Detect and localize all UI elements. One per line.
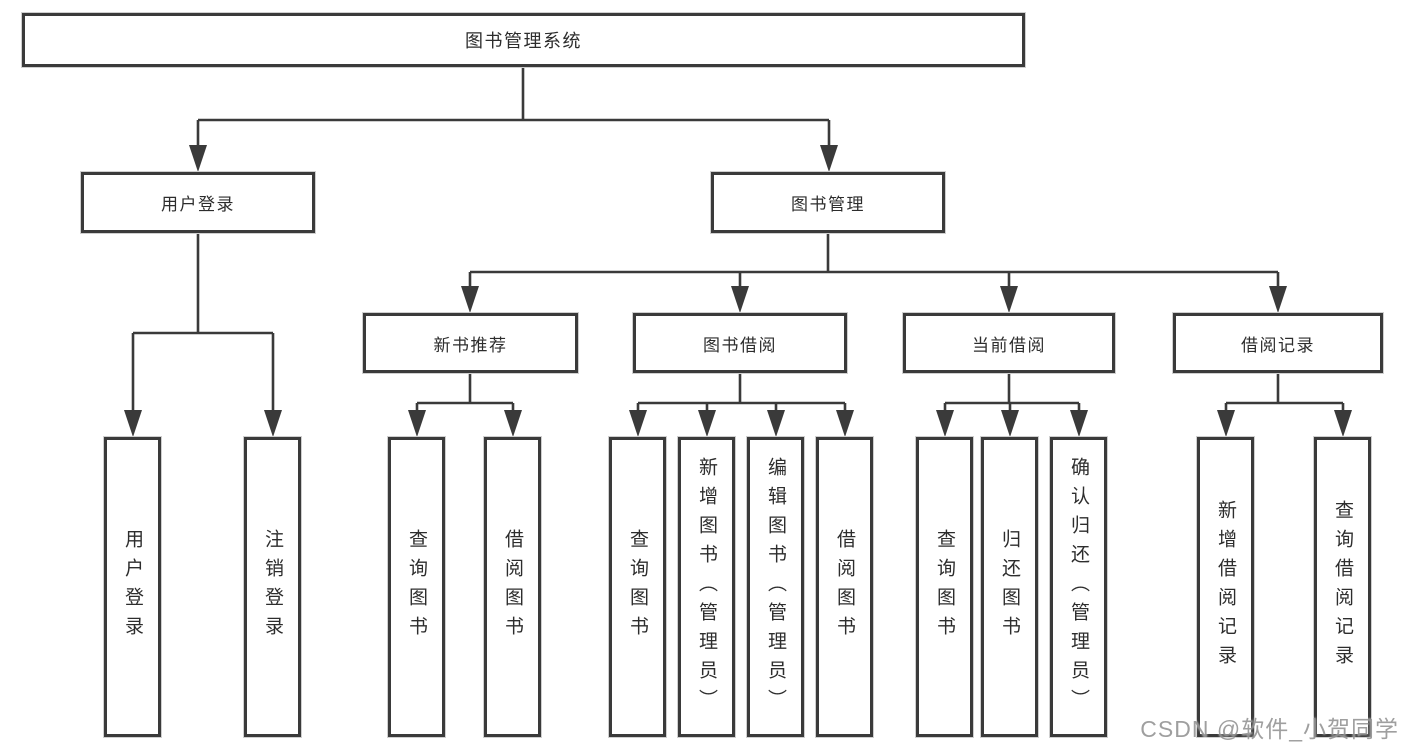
leaf-borrow-books-borrowing: 借阅图书 [816, 437, 873, 737]
leaf-confirm-return-admin: 确认归还（管理员） [1050, 437, 1107, 737]
node-label: 图书管理系统 [465, 31, 582, 51]
leaf-label: 查询借阅记录 [1332, 500, 1353, 674]
connector-current-borrowing-to-leaves [943, 373, 1081, 412]
leaf-logout: 注销登录 [244, 437, 301, 737]
node-book-management: 图书管理 [711, 172, 945, 233]
node-label: 用户登录 [161, 195, 235, 214]
watermark-csdn: CSDN @软件_小贺同学 [1140, 716, 1399, 742]
leaf-label: 归还图书 [999, 529, 1020, 645]
leaf-query-borrow-record: 查询借阅记录 [1314, 437, 1371, 737]
connector-borrowing-records-to-leaves [1224, 373, 1345, 412]
leaf-return-books: 归还图书 [981, 437, 1038, 737]
leaf-add-borrow-record: 新增借阅记录 [1197, 437, 1254, 737]
leaf-label: 查询图书 [934, 529, 955, 645]
leaf-label: 新增图书（管理员） [696, 456, 717, 718]
node-library-management-system: 图书管理系统 [22, 13, 1025, 67]
arrowheads [124, 145, 1352, 437]
leaf-label: 新增借阅记录 [1215, 500, 1236, 674]
leaf-label: 编辑图书（管理员） [765, 456, 786, 718]
node-current-borrowing: 当前借阅 [903, 313, 1115, 373]
leaf-query-books-current: 查询图书 [916, 437, 973, 737]
leaf-edit-book-admin: 编辑图书（管理员） [747, 437, 804, 737]
node-label: 新书推荐 [433, 335, 508, 355]
leaf-label: 借阅图书 [834, 529, 855, 645]
leaf-label: 查询图书 [627, 529, 648, 645]
connector-user-login-to-leaves [131, 233, 275, 412]
leaf-label: 查询图书 [406, 529, 427, 645]
node-label: 当前借阅 [972, 335, 1046, 355]
node-user-login: 用户登录 [81, 172, 315, 233]
leaf-label: 注销登录 [262, 529, 283, 645]
node-label: 借阅记录 [1241, 335, 1315, 355]
leaf-add-book-admin: 新增图书（管理员） [678, 437, 735, 737]
leaf-label: 确认归还（管理员） [1068, 456, 1089, 718]
node-book-borrowing: 图书借阅 [633, 313, 847, 373]
connector-book-borrowing-to-leaves [636, 373, 847, 412]
node-borrowing-records: 借阅记录 [1173, 313, 1383, 373]
leaf-label: 借阅图书 [502, 529, 523, 645]
leaf-borrow-books-recommend: 借阅图书 [484, 437, 541, 737]
connector-new-book-to-leaves [415, 373, 515, 412]
leaf-query-books-borrowing: 查询图书 [609, 437, 666, 737]
leaf-user-login: 用户登录 [104, 437, 161, 737]
node-label: 图书管理 [791, 195, 865, 214]
leaf-label: 用户登录 [122, 529, 143, 645]
connector-root-to-level2 [196, 67, 831, 148]
leaf-query-books-recommend: 查询图书 [388, 437, 445, 737]
node-label: 图书借阅 [703, 335, 777, 355]
connector-book-management-to-level3 [468, 233, 1280, 288]
node-new-book-recommendation: 新书推荐 [363, 313, 578, 373]
